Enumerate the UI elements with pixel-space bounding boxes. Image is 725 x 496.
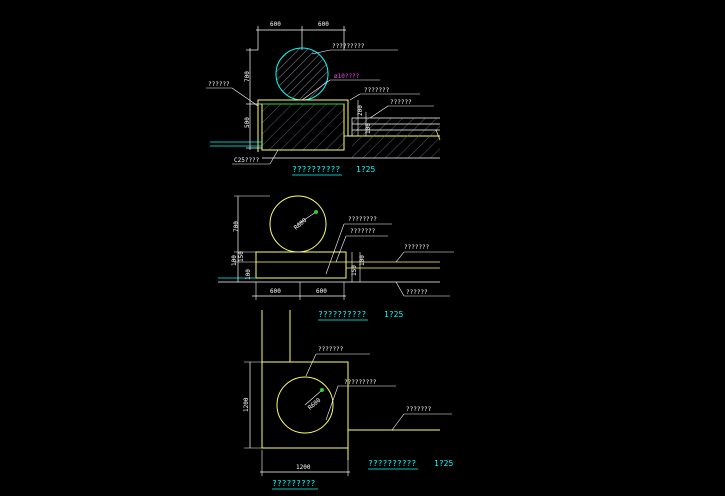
- d2-dim-left-2: 150: [238, 251, 245, 262]
- d3-bottom-title: ?????????: [272, 479, 316, 488]
- d1-dim-top-left: 600: [270, 21, 281, 28]
- d2-scale: 1?25: [384, 310, 403, 319]
- d2-dim-vertical: 700: [233, 221, 240, 232]
- d1-label-bottom-left: C25????: [234, 157, 260, 164]
- d1-title: ??????????: [292, 165, 340, 174]
- d2-dim-mid-1: 150: [351, 265, 358, 276]
- detail-2: R600 700 100 150 100 150 100 600 600 ???…: [218, 195, 454, 321]
- d3-label-2: ?????????: [344, 379, 377, 386]
- d3-title: ??????????: [368, 459, 416, 468]
- d2-label-3: ???????: [404, 244, 430, 251]
- d1-dim-vertical-lower: 500: [244, 117, 251, 128]
- d2-circle-label: R600: [293, 217, 309, 232]
- d2-base: [255, 251, 347, 279]
- d1-sphere: [275, 47, 329, 101]
- d3-label-1: ???????: [318, 346, 344, 353]
- d1-label-right-2: ??????: [390, 99, 412, 106]
- d1-label-right-1: ???????: [364, 87, 390, 94]
- d2-dim-mid-2: 100: [359, 255, 366, 266]
- d1-dim-top-right: 600: [318, 21, 329, 28]
- d1-dim-step: 200: [357, 105, 364, 116]
- d1-dim-vertical-upper: 700: [244, 71, 251, 82]
- d2-title: ??????????: [318, 310, 366, 319]
- d1-label-left: ??????: [208, 81, 230, 88]
- detail-1: 600 600 700 500 200 100 ?????????: [206, 21, 441, 176]
- d3-circle-label: R600: [307, 397, 323, 412]
- d2-dim-left-1: 100: [231, 255, 238, 266]
- detail-3: R600 1200 1200 ??????? ????????? ???????…: [243, 310, 453, 490]
- d2-label-1: ????????: [348, 216, 377, 223]
- d2-dim-left-3: 100: [245, 269, 252, 280]
- d3-scale: 1?25: [434, 459, 453, 468]
- d3-square-base: [261, 361, 349, 449]
- d3-label-3: ???????: [406, 406, 432, 413]
- d3-dim-left: 1200: [243, 397, 250, 412]
- d3-dim-bottom: 1200: [296, 464, 311, 471]
- d2-label-4: ??????: [406, 289, 428, 296]
- d1-dim-base: 100: [365, 123, 372, 134]
- d1-label-top: ?????????: [332, 43, 365, 50]
- d3-sphere: [276, 376, 334, 434]
- d1-scale: 1?25: [356, 165, 375, 174]
- d1-label-circle: ø10????: [334, 73, 360, 80]
- d1-base-block: [261, 103, 345, 151]
- d2-dim-bottom-right: 600: [316, 288, 327, 295]
- d2-label-2: ???????: [350, 228, 376, 235]
- d2-dim-bottom-left: 600: [270, 288, 281, 295]
